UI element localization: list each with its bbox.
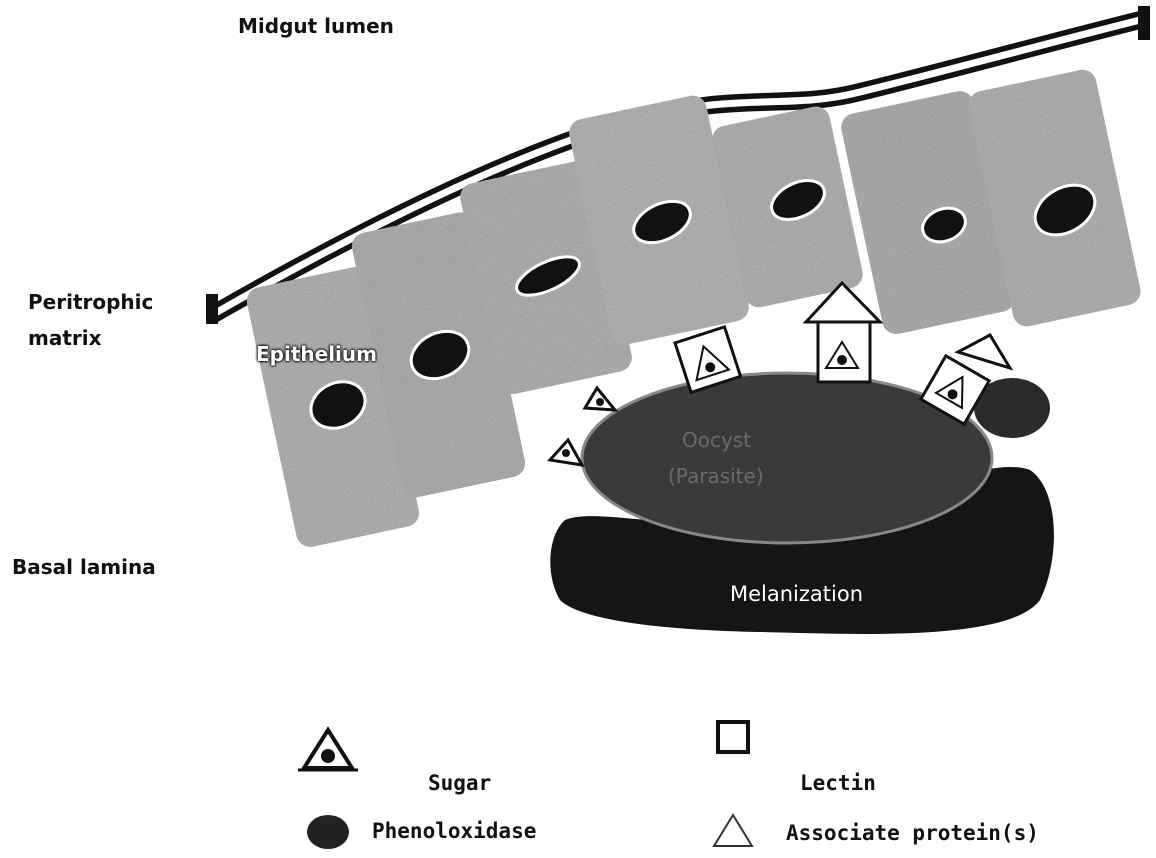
oocyst-label: Oocyst — [682, 428, 751, 452]
associate-protein-icon — [714, 815, 752, 846]
peritrophic-label-line1: Peritrophic — [28, 290, 153, 314]
peritrophic-label-line2: matrix — [28, 326, 102, 350]
legend-associate-protein-label: Associate protein(s) — [786, 821, 1039, 845]
melanization-label: Melanization — [730, 582, 863, 606]
midgut-lumen-label: Midgut lumen — [238, 14, 394, 38]
basal-lamina-label: Basal lamina — [12, 555, 156, 579]
phenoloxidase-icon — [307, 815, 349, 849]
epithelium-label: Epithelium — [256, 342, 377, 366]
legend-lectin-label: Lectin — [800, 771, 876, 795]
lectin-icon — [718, 722, 748, 752]
sugar-icon — [298, 730, 358, 770]
legend-phenoloxidase-label: Phenoloxidase — [372, 819, 536, 843]
legend-sugar-label: Sugar — [428, 771, 491, 795]
parasite-label: (Parasite) — [668, 464, 764, 488]
